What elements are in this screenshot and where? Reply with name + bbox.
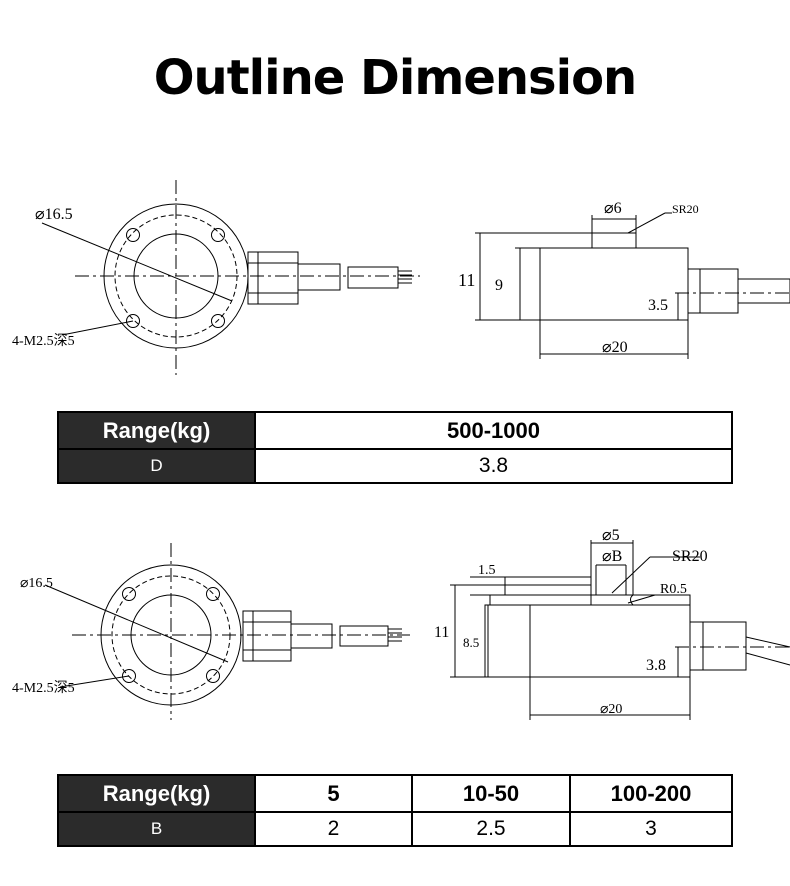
- mount-hole: [122, 669, 136, 683]
- bolt-circle: [114, 214, 238, 338]
- side-view-2: [450, 540, 790, 720]
- cable: [339, 625, 389, 647]
- side-cable-gland: [687, 268, 739, 314]
- total-height-label: 11: [458, 270, 475, 290]
- mount-hole: [211, 314, 225, 328]
- mount-hole: [206, 587, 220, 601]
- diameter-label: ⌀16.5: [20, 576, 53, 591]
- dimension-label: B: [57, 811, 256, 847]
- side-cable-gland: [689, 621, 747, 671]
- dimension-value: 3.8: [254, 448, 733, 484]
- cable-sleeve: [290, 623, 333, 649]
- load-button: [591, 232, 637, 249]
- button-profile: [590, 594, 635, 606]
- mount-hole: [206, 669, 220, 683]
- drawing-1: ⌀16.5 4-M2.5深5 ⌀6 SR20 11 9 3.5 ⌀20: [12, 180, 790, 375]
- total-height-label: 11: [434, 624, 449, 641]
- body-height-label: 9: [495, 277, 503, 294]
- sphere-radius-label: SR20: [672, 202, 699, 216]
- cable-sleeve: [297, 263, 341, 291]
- body-dia-label: ⌀20: [600, 702, 622, 717]
- flange-outer-circle: [100, 564, 242, 706]
- cable-height-label: 3.5: [648, 297, 668, 314]
- fillet-radius-label: R0.5: [660, 582, 687, 597]
- step-height-label: 1.5: [478, 563, 496, 578]
- range-header-label: Range(kg): [57, 774, 256, 813]
- range-header-value: 100-200: [569, 774, 733, 813]
- dimension-label: D: [57, 448, 256, 484]
- button-dia-label: ⌀6: [604, 200, 622, 217]
- body-circle: [133, 233, 219, 319]
- sphere-radius-label: SR20: [672, 548, 708, 565]
- body-height-label: 8.5: [463, 635, 479, 650]
- range-header-value: 500-1000: [254, 411, 733, 450]
- cable-height-label: 3.8: [646, 657, 666, 674]
- range-table-2: Range(kg) 5 10-50 100-200 B 2 2.5 3: [57, 774, 733, 847]
- mount-hole: [211, 228, 225, 242]
- cable: [347, 266, 399, 289]
- dimension-value: 2: [254, 811, 413, 847]
- body-dia-label: ⌀20: [602, 339, 628, 356]
- top-view-1: [41, 180, 420, 375]
- holes-label: 4-M2.5深5: [12, 680, 75, 696]
- body-circle: [130, 594, 212, 676]
- side-cable: [737, 278, 790, 304]
- bolt-circle: [111, 575, 231, 695]
- mount-hole: [122, 587, 136, 601]
- drawing-2: ⌀16.5 4-M2.5深5 ⌀5 ⌀B SR20 R0.5: [12, 527, 790, 720]
- range-header-label: Range(kg): [57, 411, 256, 450]
- inner-dia-label: ⌀B: [602, 548, 622, 565]
- range-header-value: 10-50: [411, 774, 571, 813]
- range-header-value: 5: [254, 774, 413, 813]
- top-view-2: [44, 543, 410, 720]
- mount-hole: [126, 228, 140, 242]
- mount-hole: [126, 314, 140, 328]
- cable-gland: [242, 610, 292, 662]
- holes-label: 4-M2.5深5: [12, 333, 75, 349]
- cable-gland: [247, 251, 299, 305]
- button-dia-label: ⌀5: [602, 527, 620, 544]
- side-view-1: [475, 212, 790, 359]
- dimension-value: 3: [569, 811, 733, 847]
- page-title: Outline Dimension: [153, 50, 637, 106]
- diameter-label: ⌀16.5: [35, 206, 73, 223]
- dimension-value: 2.5: [411, 811, 571, 847]
- range-table-1: Range(kg) 500-1000 D 3.8: [57, 411, 733, 484]
